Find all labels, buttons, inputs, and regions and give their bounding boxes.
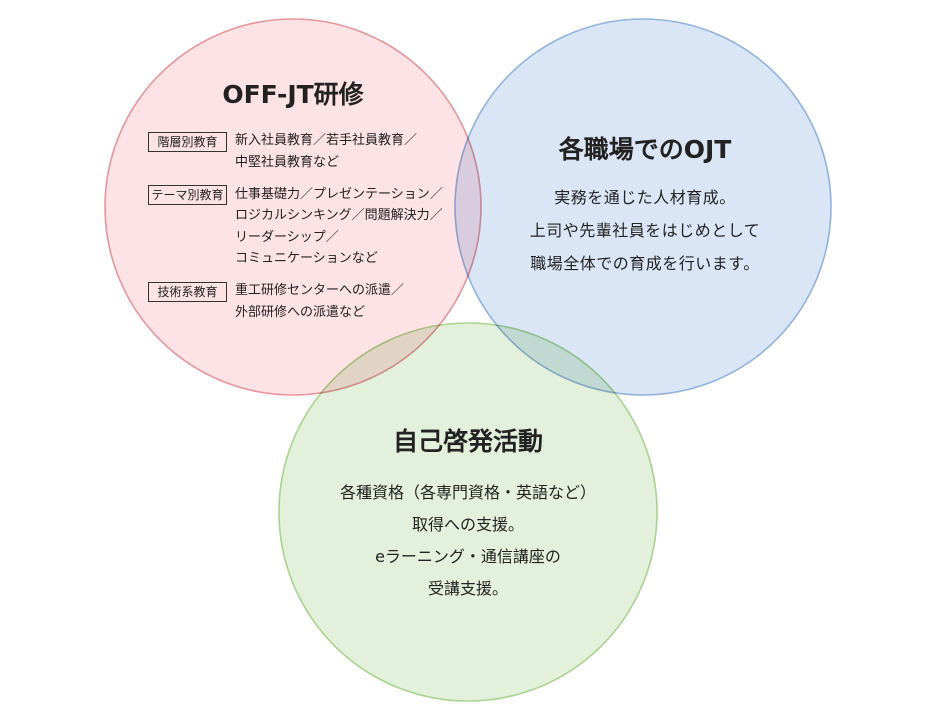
- off-jt-group-theme: テーマ別教育 仕事基礎力／プレゼンテーション／ ロジカルシンキング／問題解決力／…: [148, 184, 443, 270]
- ojt-circle-group: [454, 18, 832, 396]
- ojt-line: 職場全体での育成を行います。: [530, 254, 760, 273]
- ojt-title: 各職場でのOJT: [558, 135, 732, 164]
- off-jt-line: リーダーシップ／: [235, 229, 339, 245]
- off-jt-title: OFF-JT研修: [222, 80, 364, 109]
- off-jt-group-lines: 重工研修センターへの派遣／ 外部研修への派遣など: [235, 280, 404, 323]
- off-jt-line: 中堅社員教育など: [235, 154, 340, 170]
- off-jt-line: コミュニケーションなど: [235, 251, 378, 266]
- self-development-description: 各種資格（各専門資格・英語など） 取得への支援。 eラーニング・通信講座の 受講…: [280, 477, 656, 605]
- off-jt-line: 重工研修センターへの派遣／: [235, 283, 405, 298]
- self-development-circle: [278, 322, 658, 702]
- off-jt-group-lines: 仕事基礎力／プレゼンテーション／ ロジカルシンキング／問題解決力／ リーダーシッ…: [235, 184, 443, 270]
- off-jt-tag: 技術系教育: [148, 281, 227, 302]
- off-jt-tag: 階層別教育: [148, 131, 227, 152]
- off-jt-group-hierarchy: 階層別教育 新入社員教育／若手社員教育／ 中堅社員教育など: [148, 130, 443, 173]
- off-jt-groups: 階層別教育 新入社員教育／若手社員教育／ 中堅社員教育など テーマ別教育 仕事基…: [148, 130, 443, 323]
- off-jt-line: ロジカルシンキング／問題解決力／: [235, 208, 443, 223]
- off-jt-group-technical: 技術系教育 重工研修センターへの派遣／ 外部研修への派遣など: [148, 280, 443, 323]
- self-development-circle-group: [278, 322, 658, 702]
- ojt-description: 実務を通じた人材育成。 上司や先輩社員をはじめとして 職場全体での育成を行います…: [457, 181, 833, 280]
- self-development-line: 取得への支援。: [411, 515, 524, 534]
- self-development-title: 自己啓発活動: [392, 427, 543, 456]
- off-jt-line: 新入社員教育／若手社員教育／: [235, 133, 418, 148]
- self-development-line: 各種資格（各専門資格・英語など）: [339, 483, 596, 502]
- ojt-line: 実務を通じた人材育成。: [554, 188, 736, 207]
- ojt-circle: [454, 18, 832, 396]
- off-jt-group-lines: 新入社員教育／若手社員教育／ 中堅社員教育など: [235, 130, 417, 173]
- self-development-line: eラーニング・通信講座の: [375, 547, 561, 566]
- self-development-line: 受講支援。: [427, 579, 508, 598]
- off-jt-line: 仕事基礎力／プレゼンテーション／: [235, 186, 443, 202]
- off-jt-line: 外部研修への派遣など: [235, 304, 366, 320]
- ojt-line: 上司や先輩社員をはじめとして: [529, 221, 761, 240]
- off-jt-tag: テーマ別教育: [148, 185, 227, 205]
